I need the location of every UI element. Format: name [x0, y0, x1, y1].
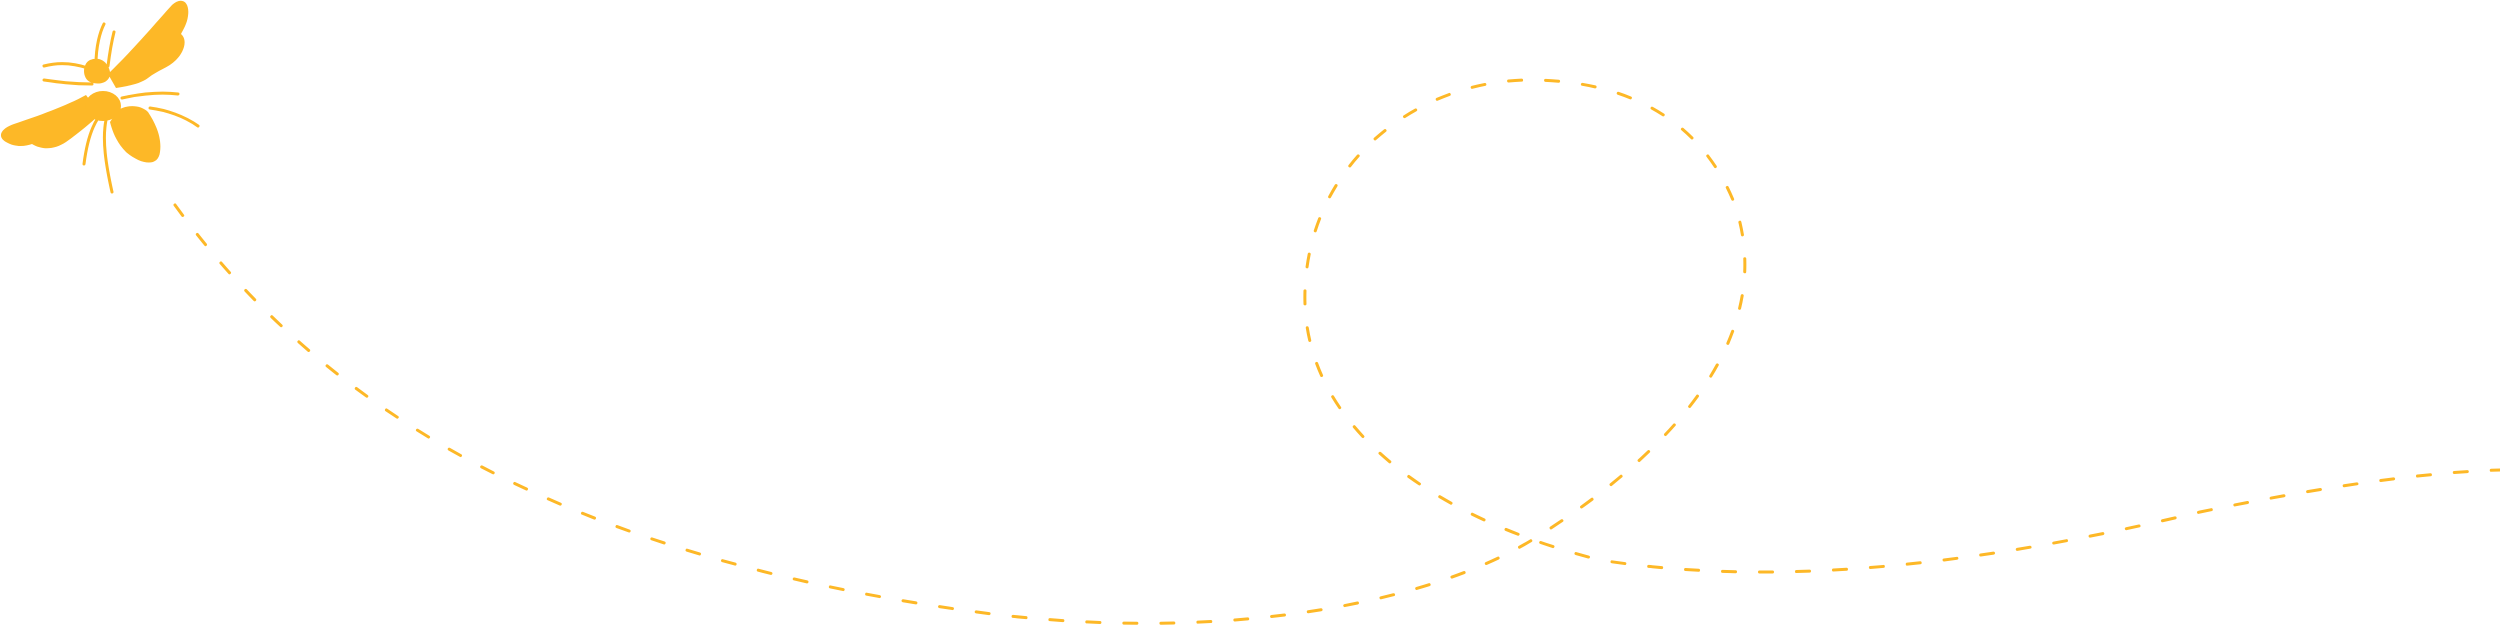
bee-head: [84, 58, 111, 84]
bee-legs: [42, 22, 200, 194]
bee-abdomen: [0, 95, 101, 149]
bee-icon: [0, 0, 200, 194]
dashed-flight-trail: [173, 78, 2500, 625]
bee-wing-lower: [110, 106, 161, 163]
bee-thorax: [85, 91, 121, 121]
bee-wing-upper: [108, 0, 189, 88]
